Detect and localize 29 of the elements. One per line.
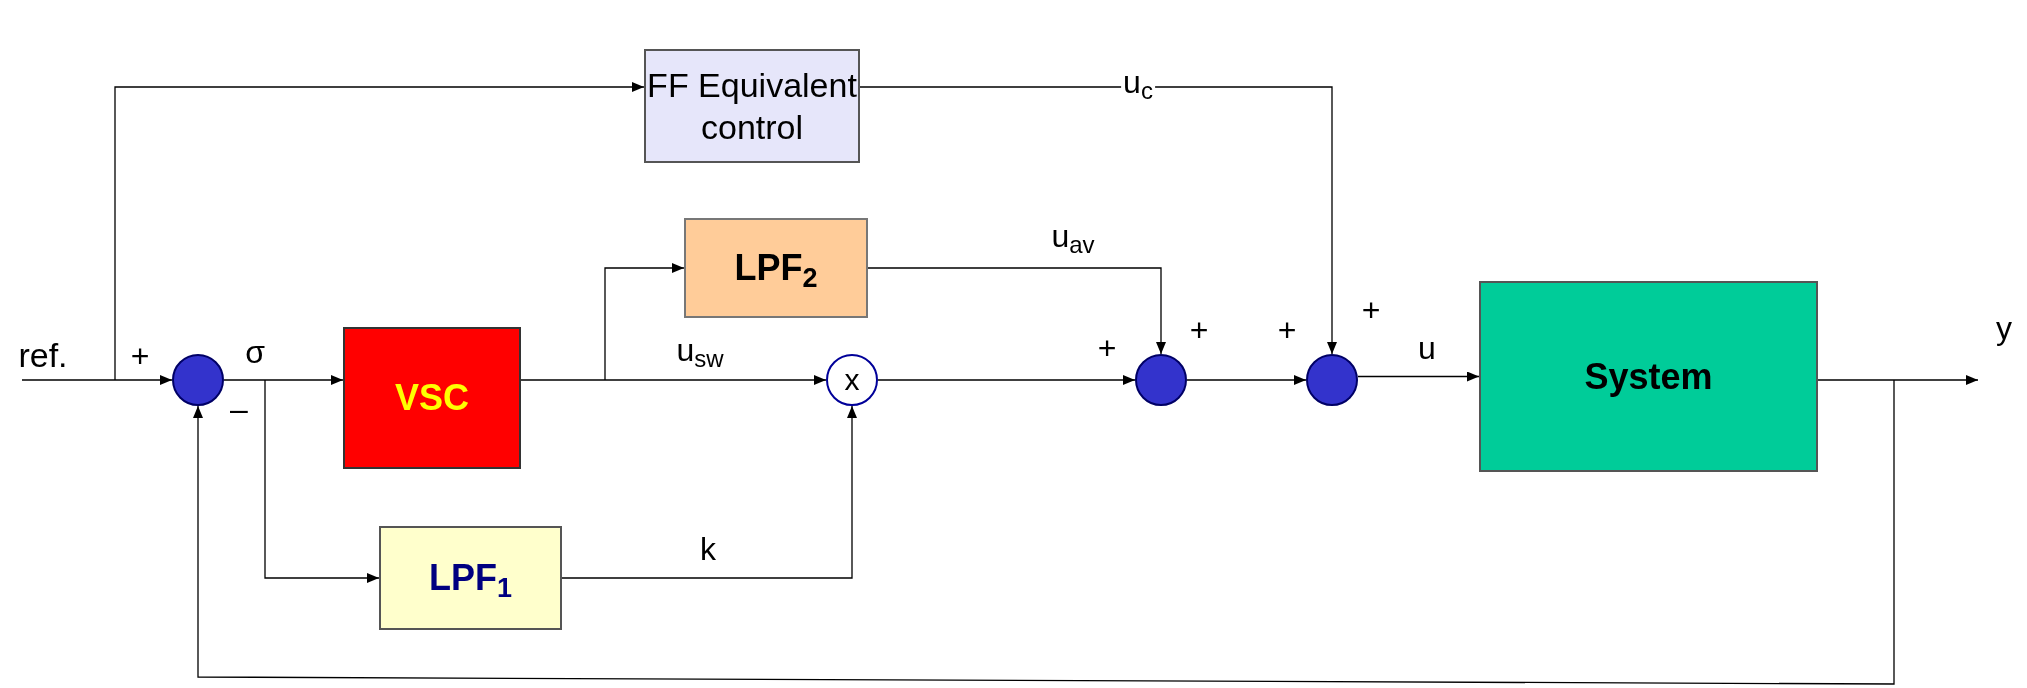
sign-label: + — [1097, 332, 1117, 364]
summing-junction — [1135, 354, 1187, 406]
arrow — [223, 375, 344, 385]
arrow — [193, 379, 1895, 685]
arrow — [520, 375, 827, 385]
block-box: LPF$_{1}$ — [379, 526, 562, 630]
arrow — [114, 82, 645, 381]
arrow — [604, 263, 685, 381]
arrow — [1186, 375, 1307, 385]
arrow — [264, 379, 380, 583]
block-box: LPF$_{2}$ — [684, 218, 868, 318]
sign-label: + — [1189, 314, 1209, 346]
block-box: System — [1479, 281, 1818, 472]
multiplier-junction: x — [826, 354, 878, 406]
sign-label: – — [230, 393, 248, 425]
arrow — [1357, 371, 1480, 382]
arrow — [1817, 375, 1979, 385]
input-label: ref. — [4, 336, 82, 374]
arrow — [877, 375, 1136, 385]
arrow — [867, 267, 1166, 355]
sign-label: + — [1361, 294, 1381, 326]
arrow — [561, 405, 857, 579]
arrow — [21, 375, 173, 385]
sign-label: + — [130, 340, 150, 372]
summing-junction — [1306, 354, 1358, 406]
summing-junction — [172, 354, 224, 406]
sign-label: + — [1277, 314, 1297, 346]
block-box: FF Equivalent control — [644, 49, 860, 163]
block-box: VSC — [343, 327, 521, 469]
